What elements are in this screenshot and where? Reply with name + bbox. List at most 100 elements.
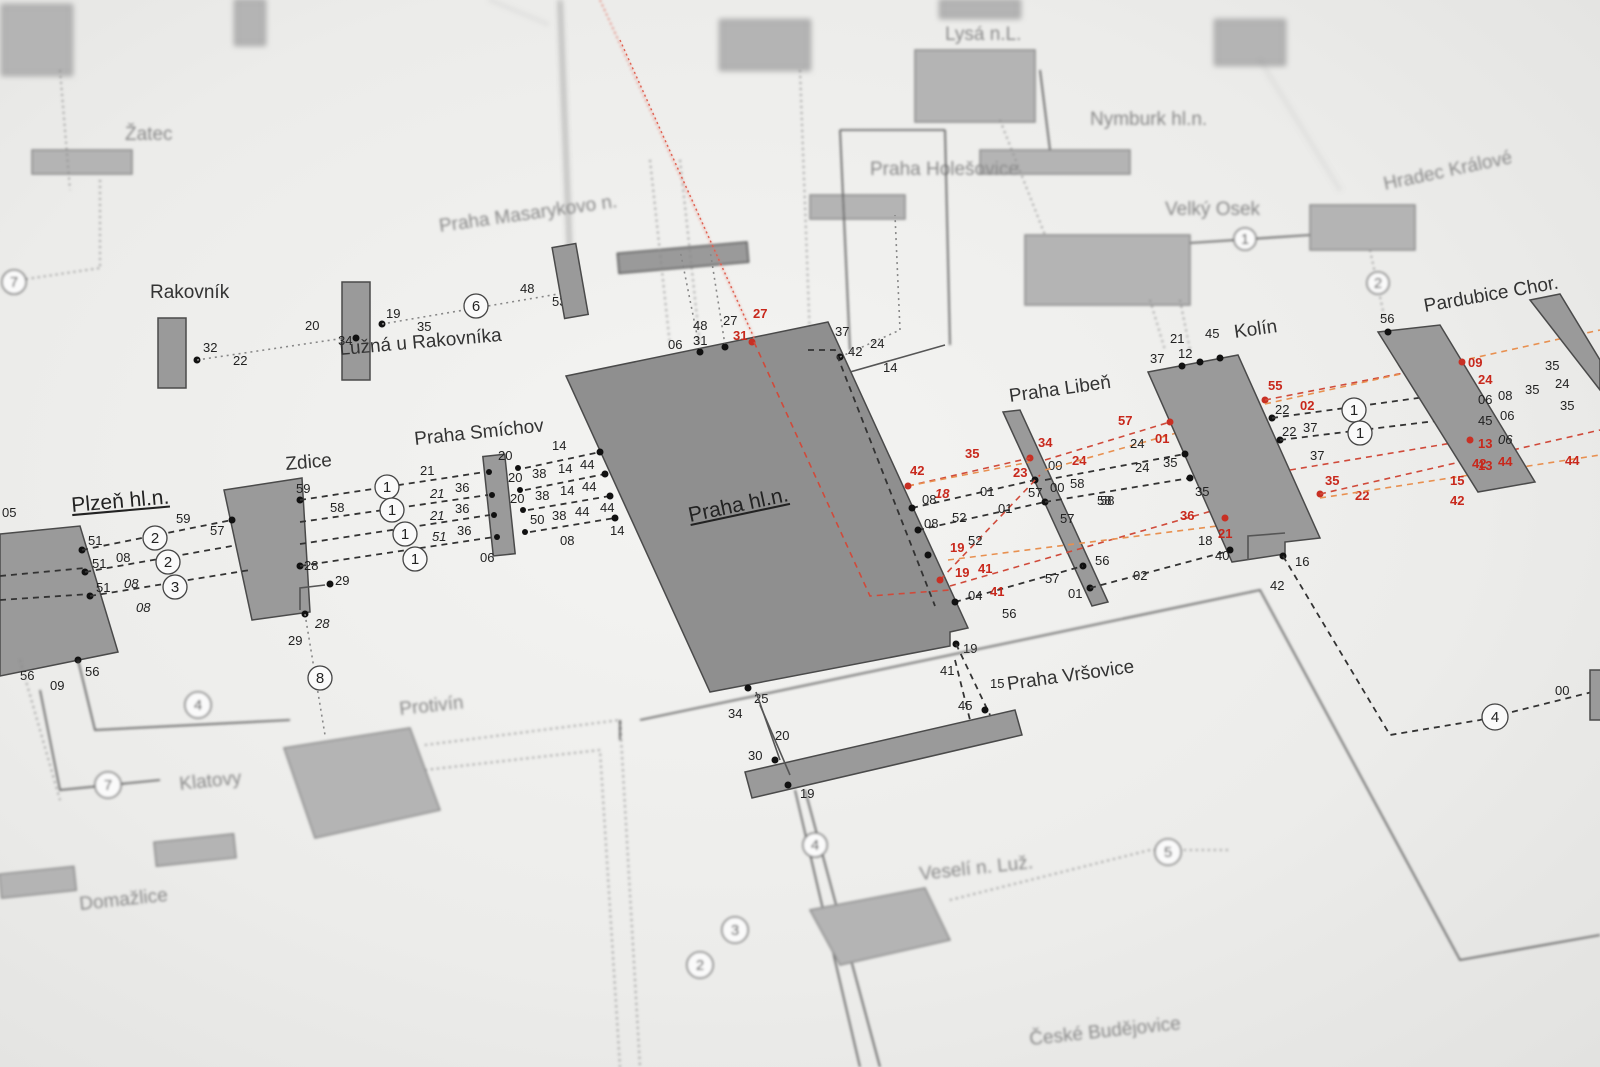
route-number: 7 [104,777,112,794]
station-name-vesely: Veselí n. Luž. [918,852,1034,885]
orange-route-line [1264,329,1600,405]
route-marker [1366,271,1390,295]
route-number: 1 [411,551,419,568]
track-line [1247,532,1286,560]
track-number-red: 35 [1325,473,1339,488]
track-number: 08 [124,576,139,591]
track-number: 57 [210,523,224,538]
route-marker [155,549,181,575]
route-line [679,159,701,346]
track-number: 19 [386,306,400,321]
route-number: 1 [388,502,396,519]
track-number-red: 44 [1498,454,1513,469]
track-number: 22 [1275,402,1289,417]
route-number: 7 [10,274,18,291]
dashed-route-line [524,473,606,491]
track-number: 42 [1270,578,1284,593]
track-number: 56 [1095,553,1109,568]
station-rakovnik-block [157,317,187,389]
track-node [1196,358,1204,366]
track-number: 58 [1100,493,1114,508]
track-number: 08 [136,600,151,615]
track-number: 28 [314,616,330,631]
track-number: 38 [532,466,546,481]
route-number: 3 [731,922,739,939]
route-marker [402,546,428,572]
track-number: 01 [998,501,1012,516]
track-number: 29 [335,573,349,588]
track-number: 29 [288,633,302,648]
track-number: 32 [203,340,217,355]
route-marker [392,521,418,547]
track-number-red: 15 [1450,473,1464,488]
route-marker [379,497,405,523]
upper-left-region: Rakovník 32 22 20 34 19 35 Lužná u Rakov… [150,0,756,389]
station-name-ceske-budejovice: České Budějovice [1028,1012,1182,1050]
route-line [679,249,701,351]
track-node [491,512,497,518]
track-number: 58 [1070,476,1084,491]
pardubice-region: Pardubice Chor. 56 09 24 06 08 35 24 35 … [1376,273,1600,508]
station-pardubice-block [1376,324,1537,493]
track-number: 35 [1195,484,1209,499]
track-number: 19 [800,786,814,801]
route-marker [686,951,714,979]
dashed-route-line [1089,551,1226,589]
track-number: 37 [1150,351,1164,366]
track-number: 01 [980,484,994,499]
track-node [1186,474,1194,482]
route-marker [463,293,489,319]
track-number: 14 [558,461,572,476]
track-number-red: 31 [733,328,747,343]
dashed-route-line [1282,555,1481,736]
station-lysa-block [914,49,1036,123]
track-node [515,465,521,471]
track-number: 21 [1170,331,1184,346]
track-number: 45 [958,698,972,713]
track-number: 15 [990,676,1004,691]
route-number: 4 [1491,709,1499,726]
track-number: 09 [50,678,64,693]
track-number-red: 44 [1565,453,1580,468]
track-node-red [1166,418,1174,426]
track-number-red: 36 [1180,508,1194,523]
track-number: 05 [2,505,16,520]
track-number: 24 [870,336,884,351]
station-zdice-block [223,477,311,621]
track-number: 34 [728,706,742,721]
track-number: 06 [1478,392,1492,407]
route-number: 8 [316,670,324,687]
track-number: 51 [92,556,106,571]
station-zatec-block [31,149,133,175]
track-number: 12 [1178,346,1192,361]
route-marker [1,269,27,295]
station-block [1589,669,1600,721]
station-name-plzen: Plzeň hl.n. [70,486,170,517]
track-node [486,469,492,475]
red-route-line [939,474,1041,581]
track-number-red: 09 [1468,355,1482,370]
track-number-red: 34 [1038,435,1053,450]
track-number: 48 [520,281,534,296]
track-node [606,492,614,500]
track-number: 31 [693,333,707,348]
track-number-red: 42 [1450,493,1464,508]
track-number: 14 [552,438,566,453]
track-number: 45 [1205,326,1219,341]
track-number-red: 19 [955,565,969,580]
dashed-route-line [81,519,233,551]
station-block-top [719,19,811,71]
track-number: 58 [1097,493,1111,508]
masarykovo-group: Praha Masarykovo n. [438,0,756,346]
track-node-red [1221,514,1229,522]
station-name-zdice: Zdice [285,450,333,475]
track-number-red: 21 [1218,526,1232,541]
track-node [1216,354,1224,362]
track-number: 57 [1028,485,1042,500]
east-corridor-lines: 42 35 18 08 01 08 52 01 19 52 19 41 04 4… [904,413,1226,606]
track-node [981,706,989,714]
route-line [77,659,291,731]
track-node-red [1458,358,1466,366]
route-line [949,849,1230,901]
route-number: 4 [811,837,819,854]
